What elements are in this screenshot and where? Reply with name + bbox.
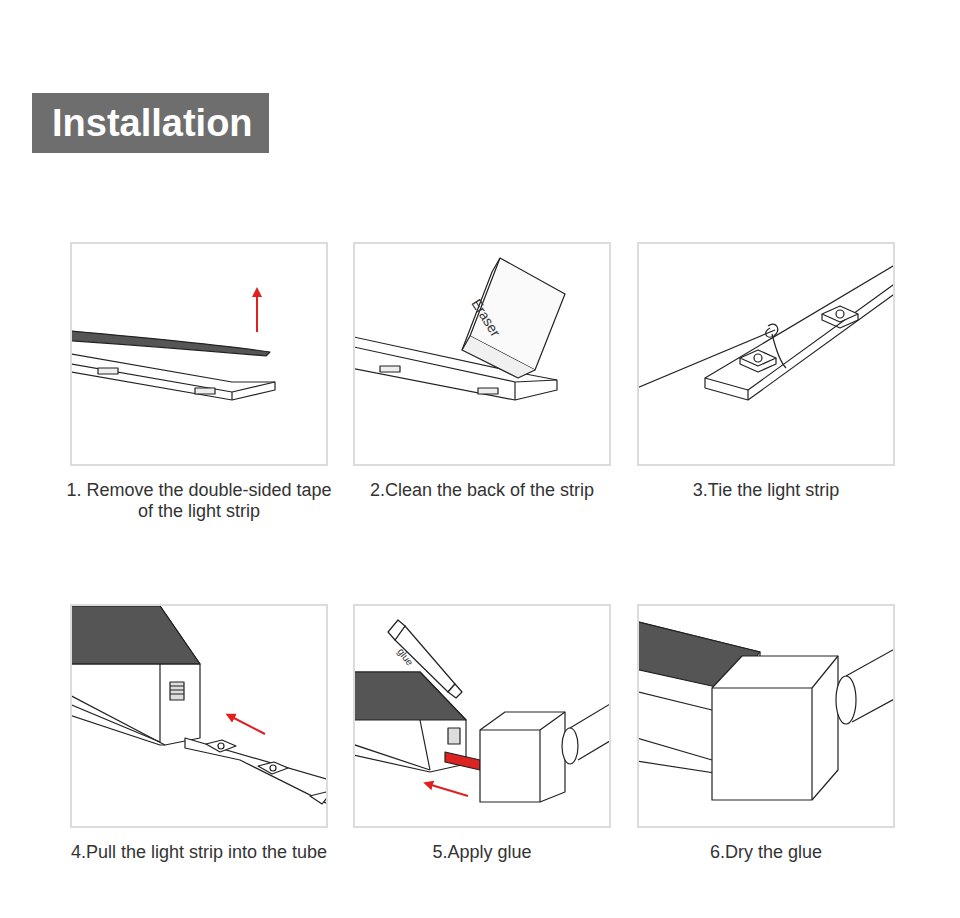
step-caption: 5.Apply glue xyxy=(341,842,623,863)
strip-tie xyxy=(639,266,893,400)
title-band: Installation xyxy=(32,93,269,153)
step-caption: 6.Dry the glue xyxy=(625,842,907,863)
step-panel: 6.Dry the glue xyxy=(637,604,895,828)
step-caption: 2.Clean the back of the strip xyxy=(341,480,623,501)
glue-tube xyxy=(395,626,455,692)
step-panel: 2.Clean the back of the strip xyxy=(353,242,611,466)
step-caption: 4.Pull the light strip into the tube xyxy=(58,842,340,863)
title: Installation xyxy=(52,102,253,145)
step-panel: 3.Tie the light strip xyxy=(637,242,895,466)
dried-cap xyxy=(639,620,893,800)
strip-peel xyxy=(72,292,275,400)
tube-insert xyxy=(72,606,326,805)
step-panel: 1. Remove the double-sided tape of the l… xyxy=(70,242,328,466)
step-panel: 5.Apply glue xyxy=(353,604,611,828)
step-panel: 4.Pull the light strip into the tube xyxy=(70,604,328,828)
step-caption: 3.Tie the light strip xyxy=(625,480,907,501)
strip-clean xyxy=(355,258,565,400)
step-caption: 1. Remove the double-sided tape of the l… xyxy=(58,480,340,522)
glue-cap xyxy=(355,620,609,802)
